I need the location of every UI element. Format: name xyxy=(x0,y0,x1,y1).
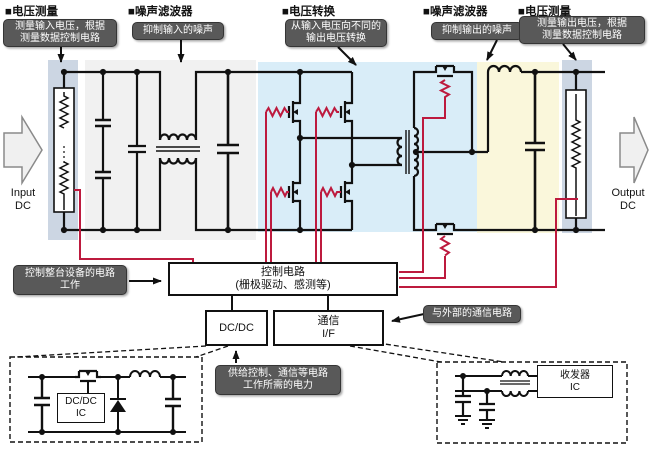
callout-output-filter: 抑制输出的噪声 xyxy=(431,22,523,40)
band-input-filter xyxy=(85,60,256,240)
callout-voltage-convert: 从输入电压向不同的 输出电压转换 xyxy=(285,19,387,47)
arrow-filter-out xyxy=(486,39,498,61)
rectifier-mosfet-bottom xyxy=(430,221,460,236)
detail-links xyxy=(9,342,628,444)
control-circuit-block: 控制电路 (栅极驱动、感测等) xyxy=(168,262,398,296)
block-connectors xyxy=(231,295,329,310)
input-divider-box xyxy=(53,87,75,213)
dcdc-switch-mosfet xyxy=(73,368,103,383)
dcdc-subcircuit xyxy=(28,370,186,433)
arrow-convert xyxy=(337,46,357,66)
header-input-filter: ■噪声滤波器 xyxy=(128,6,193,18)
voltage-dividers xyxy=(53,87,587,219)
band-voltage-convert xyxy=(258,62,477,232)
power-wires xyxy=(62,64,605,232)
output-dc-arrow xyxy=(619,116,649,184)
input-dc-label: Input DC xyxy=(10,187,36,212)
input-dc-arrow xyxy=(3,114,43,186)
output-dc-label: Output DC xyxy=(611,187,645,212)
header-input-measure: ■电压测量 xyxy=(5,6,58,18)
callout-arrows xyxy=(57,39,577,363)
transceiver-ic-block: 收发器 IC xyxy=(537,365,613,398)
callout-power-supply: 供给控制、通信等电路 工作所需的电力 xyxy=(215,365,341,395)
io-arrows xyxy=(3,114,649,186)
band-output-filter xyxy=(477,62,559,233)
dcdc-ic-block: DC/DC IC xyxy=(57,393,105,423)
header-voltage-convert: ■电压转换 xyxy=(282,6,335,18)
callout-input-filter: 抑制输入的噪声 xyxy=(132,22,224,40)
header-output-measure: ■电压测量 xyxy=(518,6,571,18)
header-output-filter: ■噪声滤波器 xyxy=(423,6,488,18)
dcdc-detail-box xyxy=(9,356,203,443)
comm-if-block: 通信 I/F xyxy=(273,310,384,346)
callout-input-measure: 测量输入电压，根据 测量数据控制电路 xyxy=(3,19,117,47)
callout-control: 控制整台设备的电路 工作 xyxy=(13,265,127,295)
callout-external-comm: 与外部的通信电路 xyxy=(423,305,521,323)
dcdc-block: DC/DC xyxy=(205,310,268,346)
control-feedback-wires xyxy=(74,79,578,288)
comm-subcircuit xyxy=(455,370,537,429)
arrow-measure-out xyxy=(562,43,577,61)
callout-output-measure: 测量输出电压，根据 测量数据控制电路 xyxy=(519,16,645,44)
arrow-external-comm xyxy=(391,313,425,323)
